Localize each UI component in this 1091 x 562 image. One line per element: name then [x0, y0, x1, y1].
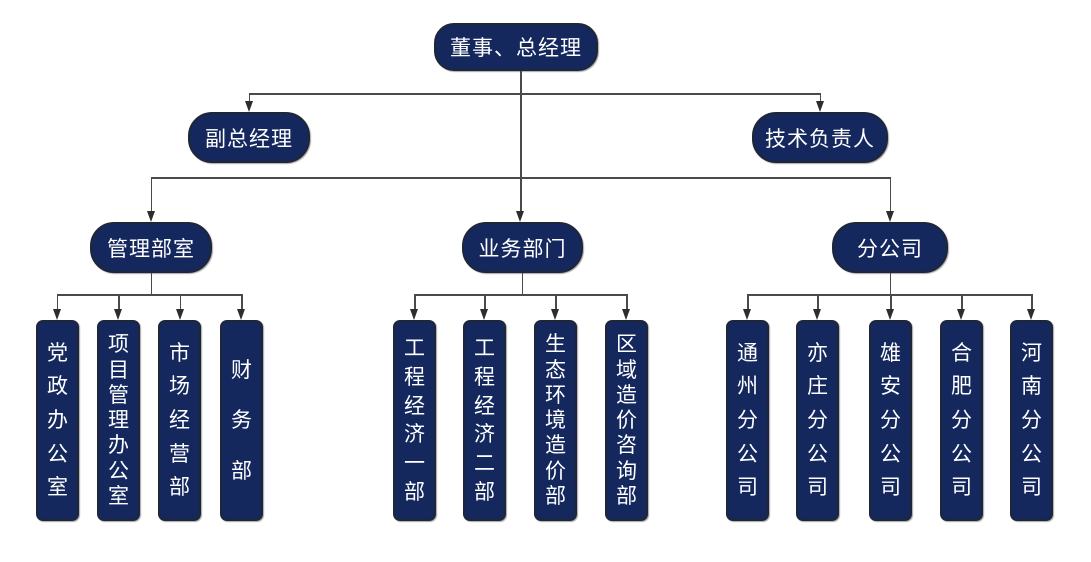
connector-drop: [961, 294, 963, 309]
org-node-board-general-manager: 董事、总经理: [434, 23, 598, 71]
arrowhead-icon: [244, 101, 253, 112]
connector-bus-business: [414, 294, 627, 296]
connector-drop-deputy-gm: [248, 93, 250, 102]
arrowhead-icon: [815, 101, 824, 112]
connector-drop: [1031, 294, 1033, 309]
arrowhead-icon: [885, 211, 894, 222]
arrowhead-icon: [1027, 309, 1035, 320]
org-node-project-management-office: 项目管理办公室: [97, 320, 140, 521]
org-node-technical-lead: 技术负责人: [752, 112, 888, 163]
connector-bus-level2: [249, 93, 820, 95]
arrowhead-icon: [622, 309, 630, 320]
connector-bus-level3: [151, 177, 890, 179]
connector-drop: [555, 294, 557, 309]
arrowhead-icon: [114, 309, 122, 320]
org-node-tongzhou-branch: 通州分公司: [726, 320, 769, 521]
arrowhead-icon: [52, 309, 61, 320]
connector-drop: [484, 294, 486, 309]
arrowhead-icon: [480, 309, 488, 320]
org-node-business-depts: 业务部门: [462, 222, 583, 273]
connector-stub-management: [150, 273, 152, 294]
connector-drop: [414, 294, 416, 309]
org-node-eco-environment-cost-dept: 生态环境造价部: [534, 320, 577, 521]
connector-drop-branches: [889, 177, 891, 211]
org-node-market-operations-dept: 市场经营部: [158, 320, 201, 521]
connector-drop: [56, 294, 58, 309]
org-node-yizhuang-branch: 亦庄分公司: [796, 320, 839, 521]
connector-drop-technical-lead: [819, 93, 821, 102]
connector-drop: [626, 294, 628, 309]
arrowhead-icon: [886, 309, 894, 320]
arrowhead-icon: [551, 309, 559, 320]
arrowhead-icon: [957, 309, 965, 320]
arrowhead-icon: [410, 309, 418, 320]
org-node-management-depts: 管理部室: [90, 222, 212, 273]
connector-stub-branches: [889, 273, 891, 294]
connector-drop: [890, 294, 892, 309]
connector-drop: [179, 294, 181, 309]
org-node-regional-cost-consulting-dept: 区域造价咨询部: [605, 320, 648, 521]
org-node-deputy-general-manager: 副总经理: [188, 112, 310, 163]
connector-bus-management: [57, 294, 242, 296]
connector-drop: [817, 294, 819, 309]
org-node-finance-dept: 财务部: [220, 320, 263, 521]
arrowhead-icon: [146, 211, 155, 222]
connector-drop-management: [150, 177, 152, 211]
arrowhead-icon: [516, 211, 524, 222]
connector-drop: [118, 294, 120, 309]
org-node-hefei-branch: 合肥分公司: [940, 320, 983, 521]
connector-drop: [241, 294, 243, 309]
connector-root-trunk: [520, 71, 522, 211]
org-node-engineering-economics-dept-2: 工程经济二部: [463, 320, 506, 521]
arrowhead-icon: [237, 309, 245, 320]
org-node-xiongan-branch: 雄安分公司: [869, 320, 912, 521]
connector-stub-business: [521, 273, 523, 294]
arrowhead-icon: [175, 309, 184, 320]
connector-bus-branches: [747, 294, 1032, 296]
org-node-engineering-economics-dept-1: 工程经济一部: [393, 320, 436, 521]
arrowhead-icon: [813, 309, 821, 320]
org-node-party-admin-office: 党政办公室: [36, 320, 79, 521]
org-node-henan-branch: 河南分公司: [1010, 320, 1053, 521]
org-node-branch-companies: 分公司: [832, 222, 948, 273]
arrowhead-icon: [743, 309, 751, 320]
connector-drop: [747, 294, 749, 309]
